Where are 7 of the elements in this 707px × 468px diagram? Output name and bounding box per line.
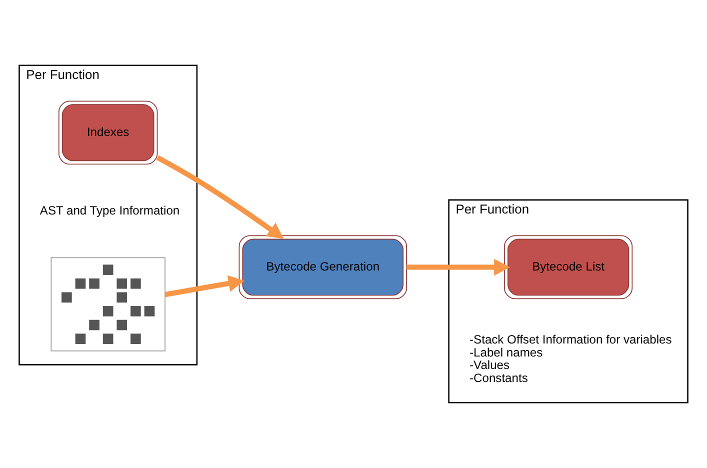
- arrow: [164, 275, 244, 298]
- arrow: [156, 155, 284, 239]
- arrow: [406, 258, 510, 276]
- node-box: Bytecode Generation: [238, 235, 407, 300]
- node-box: Bytecode List: [504, 235, 633, 300]
- node-box: Indexes: [58, 100, 158, 165]
- node-picture: [50, 257, 166, 352]
